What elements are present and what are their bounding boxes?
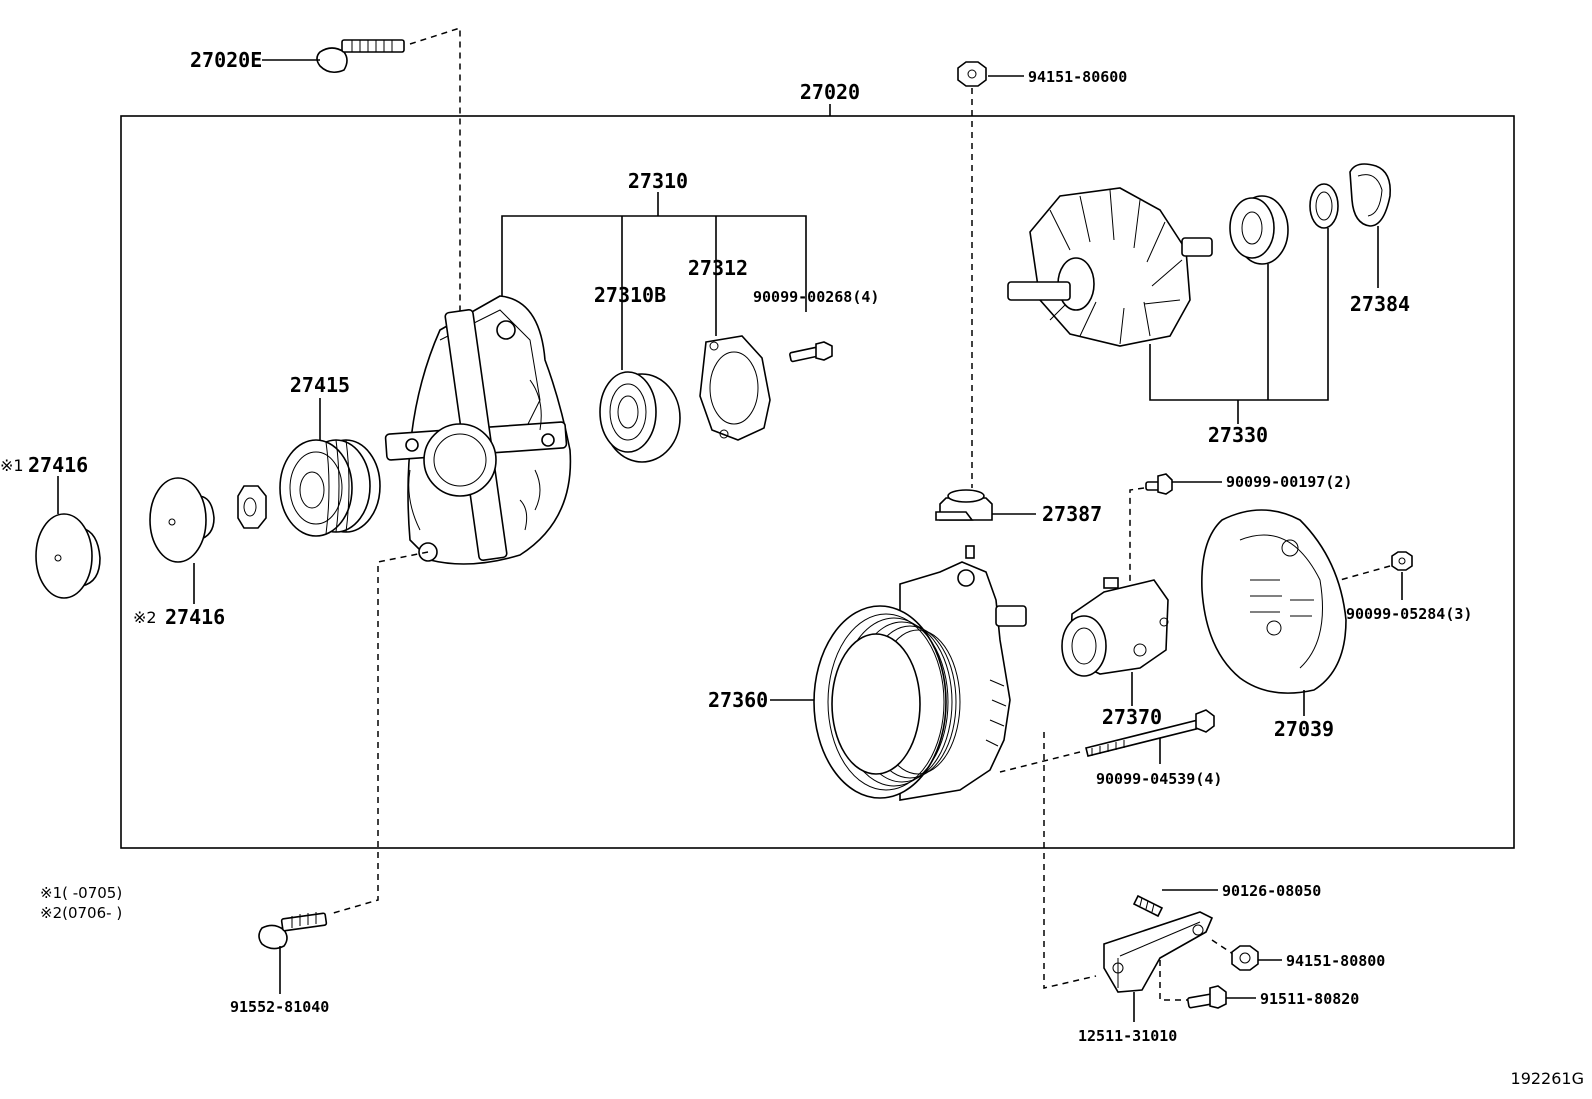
label-assembly: 27020 — [800, 80, 860, 104]
dash-through-bolt — [999, 732, 1097, 989]
dash-90099-05284 — [1339, 565, 1391, 581]
marker-2: ※2 — [133, 608, 157, 627]
bracket-27330 — [1149, 228, 1329, 424]
label-27312: 27312 — [688, 256, 748, 280]
dash-90099-00197 — [1129, 487, 1145, 590]
bolt-91511-80820 — [1187, 985, 1227, 1009]
label-27416-type1: 27416 — [28, 453, 88, 477]
label-94151-80800: 94151-80800 — [1286, 952, 1385, 970]
regulator-27370 — [1061, 577, 1169, 677]
label-90099-00268: 90099-00268(4) — [753, 288, 879, 306]
rear-cover-27039 — [1201, 509, 1347, 694]
label-27020e: 27020E — [190, 48, 262, 72]
label-90099-00197: 90099-00197(2) — [1226, 473, 1352, 491]
label-27387: 27387 — [1042, 502, 1102, 526]
nut-94151-80800 — [1231, 945, 1259, 971]
seal-27384 — [1349, 163, 1392, 227]
note-line-1: ※1( -0705) — [40, 884, 122, 902]
label-27039: 27039 — [1274, 717, 1334, 741]
diagram-reference: 192261G — [1511, 1069, 1584, 1088]
dash-27020e — [409, 26, 461, 350]
nut-90099-05284 — [1391, 551, 1413, 571]
insulator-27387 — [935, 489, 993, 521]
pulley-nut — [237, 485, 267, 529]
label-90126-08050: 90126-08050 — [1222, 882, 1321, 900]
cap-27416-type2 — [149, 477, 215, 563]
label-94151-80600: 94151-80600 — [1028, 68, 1127, 86]
retainer-27312 — [699, 335, 771, 441]
cap-27416-type1 — [35, 513, 101, 599]
rotor-assembly — [1007, 187, 1213, 347]
dash-bracket-2 — [1159, 960, 1188, 1001]
stator-frame-27360 — [813, 545, 1027, 801]
label-27415: 27415 — [290, 373, 350, 397]
bolt-27020e — [316, 39, 405, 74]
screw-90099-00268 — [789, 341, 833, 363]
bolt-91552-81040 — [258, 912, 328, 950]
rotor-bearing — [1229, 195, 1289, 265]
label-27360: 27360 — [708, 688, 768, 712]
rotor-washer — [1309, 183, 1339, 229]
assembly-frame — [120, 115, 1515, 849]
label-91552-81040: 91552-81040 — [230, 998, 329, 1016]
pulley-27415 — [279, 439, 381, 537]
nut-94151-80600 — [957, 61, 987, 87]
through-bolt-90099-04539 — [1085, 709, 1215, 757]
label-27370: 27370 — [1102, 705, 1162, 729]
stud-90126-08050 — [1132, 894, 1164, 918]
label-91511-80820: 91511-80820 — [1260, 990, 1359, 1008]
bracket-12511-31010 — [1103, 911, 1214, 993]
label-27310b: 27310B — [594, 283, 666, 307]
label-12511-31010: 12511-31010 — [1078, 1027, 1177, 1045]
label-90099-04539: 90099-04539(4) — [1096, 770, 1222, 788]
label-27384: 27384 — [1350, 292, 1410, 316]
drive-end-frame — [384, 295, 572, 565]
marker-1: ※1 — [0, 456, 24, 475]
screw-90099-00197 — [1145, 473, 1173, 495]
label-90099-05284: 90099-05284(3) — [1346, 605, 1472, 623]
bracket-27310 — [501, 192, 807, 370]
dash-front-bolt — [329, 551, 429, 915]
label-27416-type2: 27416 — [165, 605, 225, 629]
label-27330: 27330 — [1208, 423, 1268, 447]
note-line-2: ※2(0706- ) — [40, 904, 122, 922]
bearing-27310b — [599, 371, 681, 463]
label-27310: 27310 — [628, 169, 688, 193]
